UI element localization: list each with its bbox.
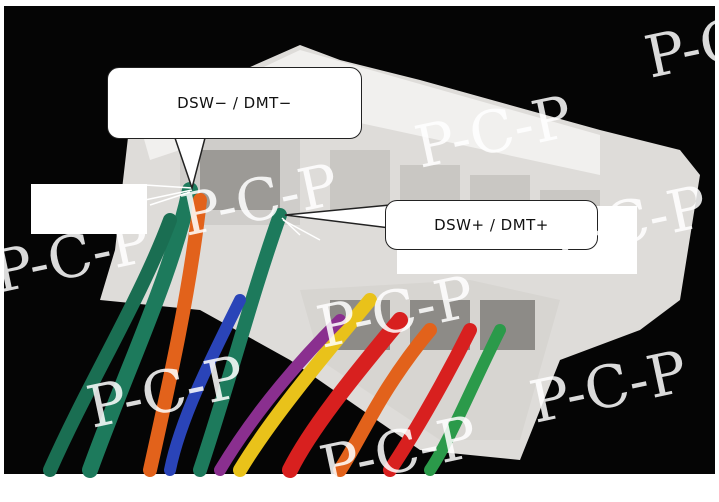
blank-label-left [31,184,147,234]
wire-bundle [43,182,506,478]
callout-dsw-plus-text: DSW+ / DMT+ [434,216,549,234]
callout-dsw-minus: DSW− / DMT− [107,67,362,139]
callout-dsw-minus-text: DSW− / DMT− [177,94,292,112]
callout-dsw-plus: DSW+ / DMT+ [385,200,598,250]
